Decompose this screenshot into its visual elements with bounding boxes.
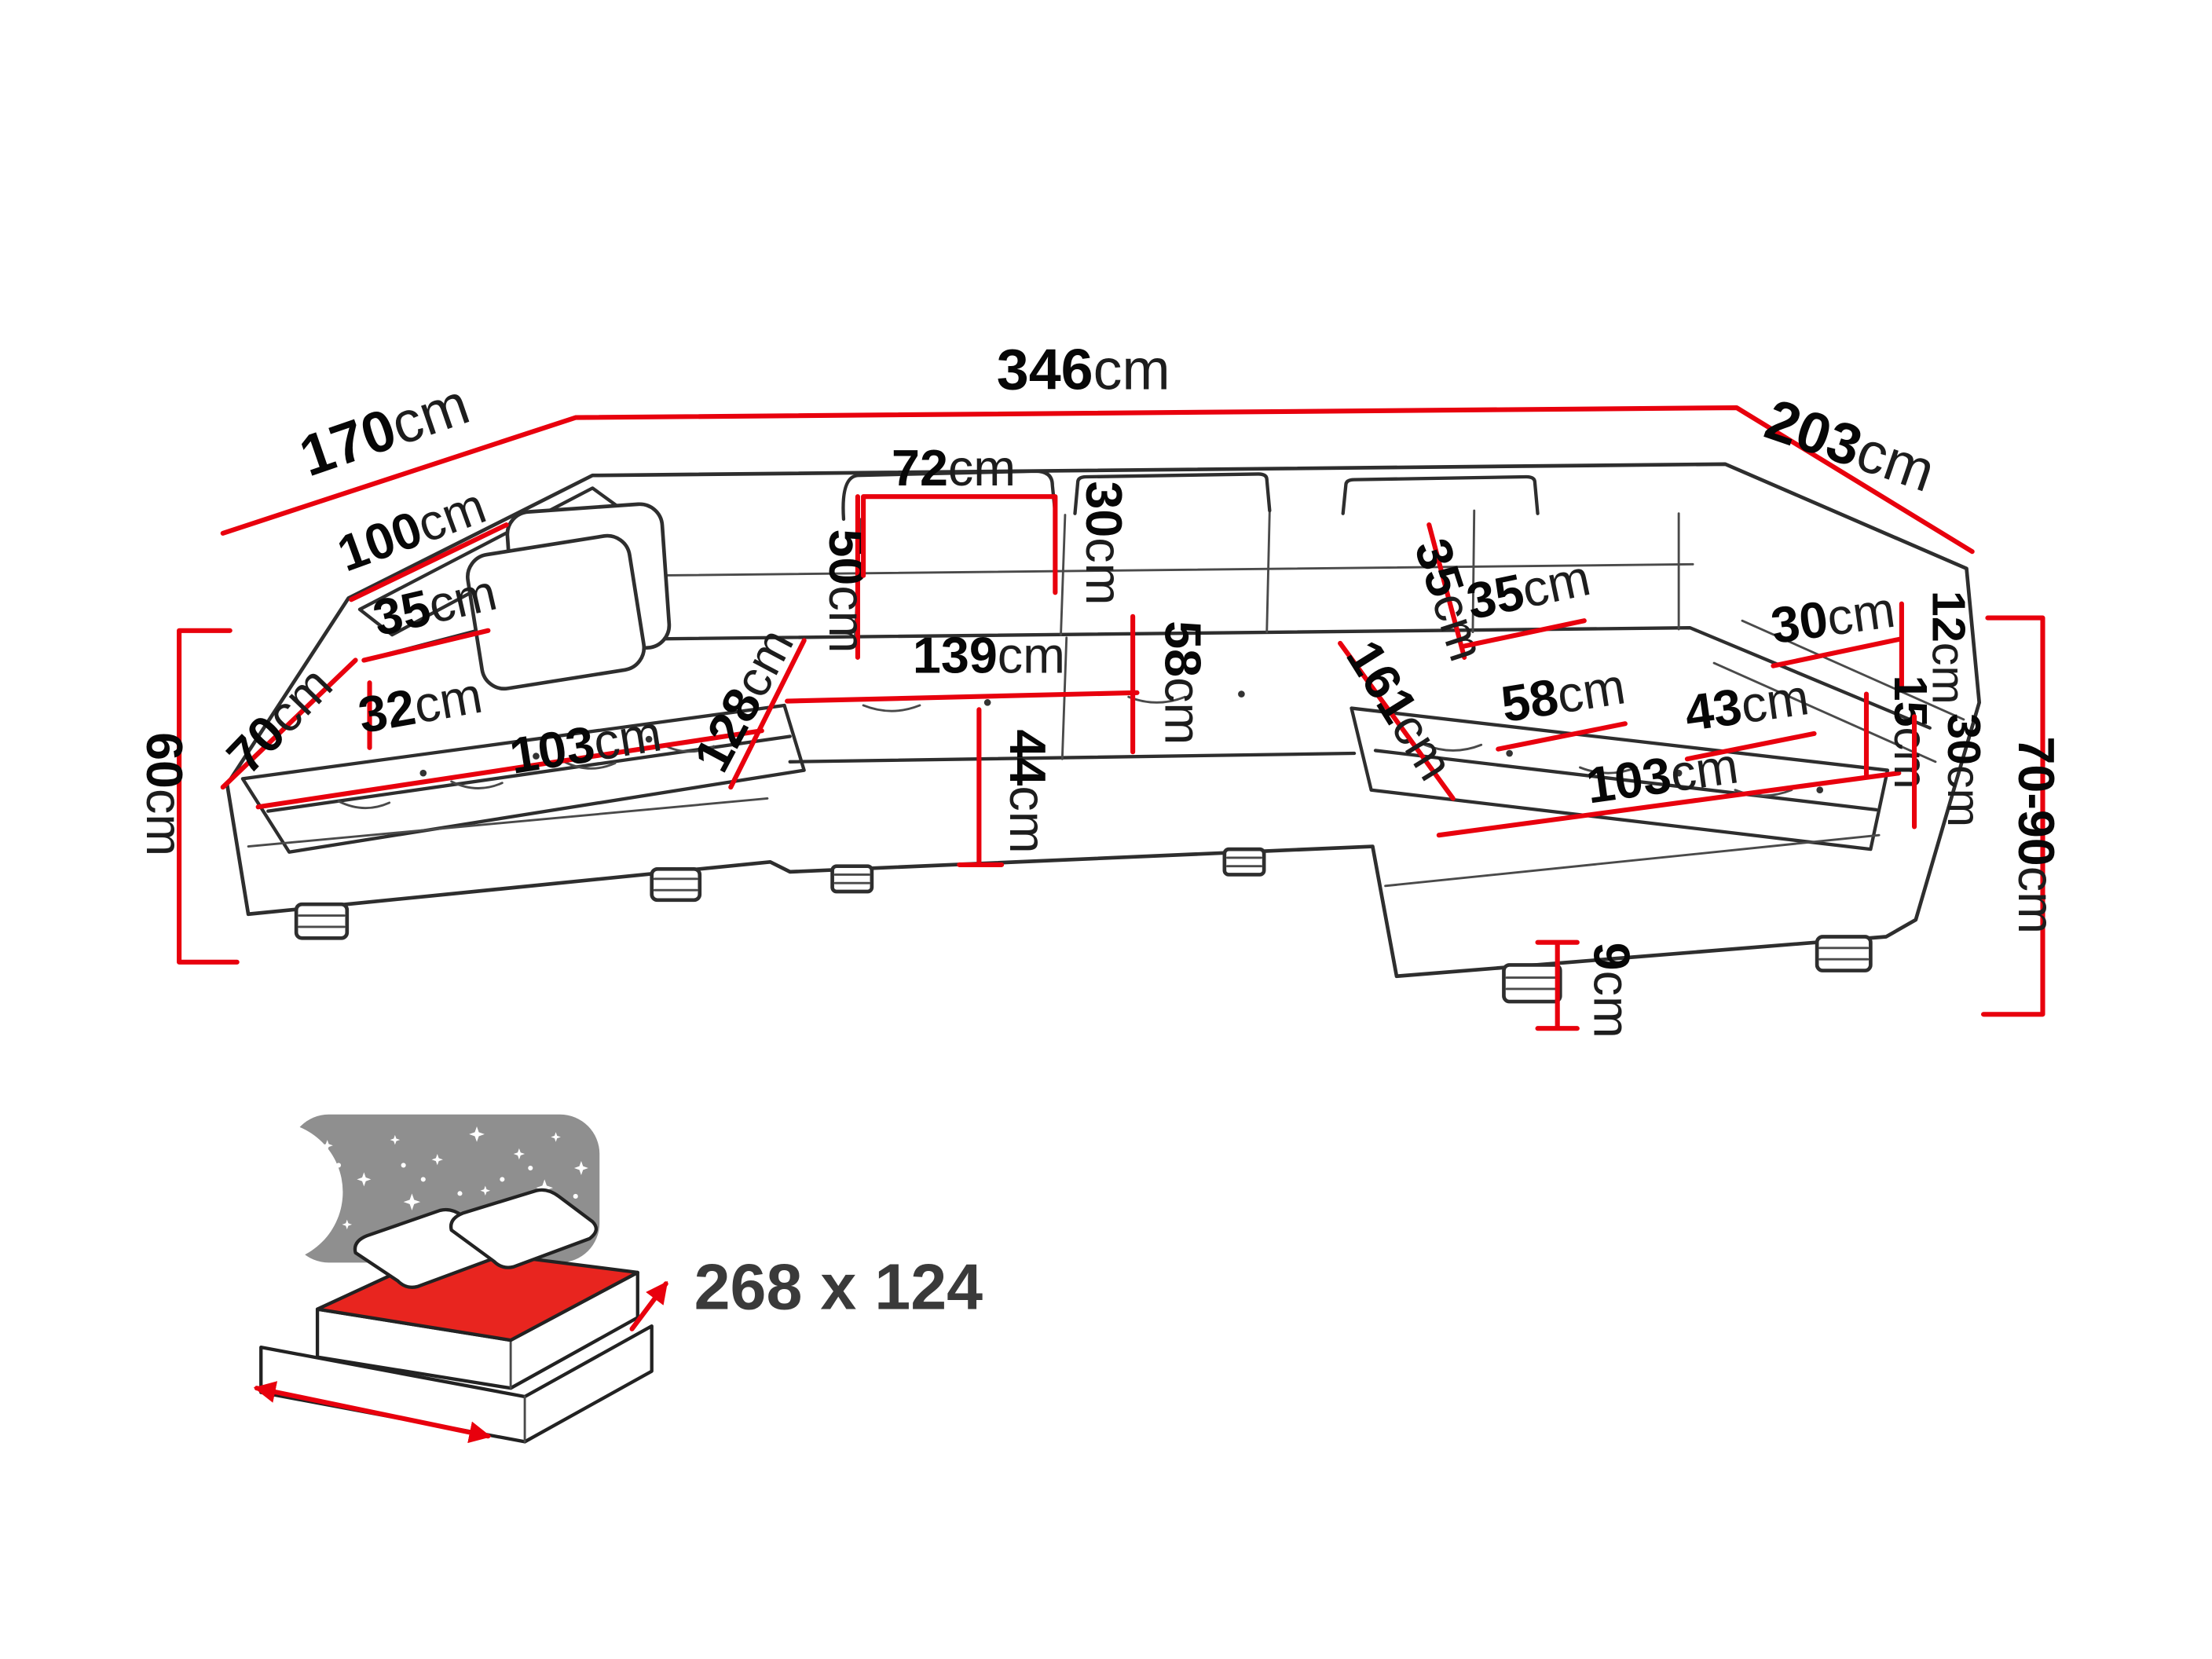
left-chaise-front-seam — [247, 797, 769, 848]
moon-crescent-cutout — [201, 1121, 343, 1263]
dim-detail-right-30: 30cm — [1912, 713, 1990, 830]
headrest-flap-3 — [1341, 474, 1540, 515]
right-chaise-front-seam — [1384, 833, 1881, 888]
dimension-label: 60cm — [136, 732, 193, 856]
dimension-label: 35cm — [1462, 548, 1595, 630]
dimension-line — [1684, 731, 1817, 762]
dim-detail-right-15: 15cm — [1863, 676, 1937, 789]
width-arrow — [629, 1280, 668, 1331]
dimension-label: 50cm — [819, 529, 876, 653]
dimension-line — [785, 690, 1140, 704]
dimension-label: 30cm — [1075, 481, 1133, 605]
dim-leg-height: 9cm — [1535, 939, 1640, 1038]
dimension-label: 139cm — [913, 627, 1065, 684]
dimension-label: 58cm — [1154, 621, 1211, 745]
dimension-line — [1462, 618, 1587, 649]
dimension-line — [1535, 939, 1580, 1031]
dim-side-right: 203cm — [1758, 386, 1943, 504]
length-arrow — [253, 1381, 492, 1444]
dimension-line — [1771, 636, 1903, 668]
dimension-line — [1436, 771, 1902, 838]
dimension-label: 30cm — [1938, 713, 1990, 827]
leg — [1502, 963, 1562, 1004]
dimension-label: 58cm — [1497, 657, 1629, 733]
dimension-line — [349, 522, 509, 602]
right-armrest-band — [1712, 619, 1965, 764]
dim-headrest-height: 30cm — [1075, 481, 1133, 605]
dimension-line — [220, 405, 1975, 555]
dimension-label: 12cm — [1922, 591, 1975, 705]
leg — [650, 866, 702, 903]
dimension-label: 103cm — [506, 704, 665, 784]
dimension-line — [957, 707, 1005, 867]
headrest-flap-raised — [841, 469, 1057, 522]
stars — [321, 1126, 588, 1258]
sleeping-area-label: 268 x 124 — [694, 1251, 983, 1324]
dimension-line — [1496, 721, 1628, 752]
leg — [294, 902, 350, 940]
dim-total-width: 346cm — [220, 337, 1975, 555]
dimension-label: 346cm — [997, 337, 1170, 402]
leg — [1815, 935, 1873, 972]
dim-backrest-height: 50cm — [819, 494, 876, 660]
dim-backrest-right-width: 30cm — [1767, 580, 1903, 668]
dimension-label: 170cm — [291, 371, 477, 489]
leg — [1222, 847, 1266, 877]
dimension-label: 9cm — [1583, 943, 1640, 1038]
dimension-line — [177, 628, 240, 965]
dimension-label: 103cm — [1583, 736, 1741, 814]
backrest-mid-seam — [645, 562, 1694, 577]
dim-height-left: 60cm — [136, 628, 240, 965]
dim-side-left: 170cm — [291, 371, 477, 489]
sleeping-function-icon: 268 x 124 — [201, 1114, 983, 1444]
dimension-line — [1426, 522, 1467, 660]
dimension-label: 32cm — [354, 666, 486, 744]
headrest-flap-2 — [1073, 472, 1272, 515]
tuft-arcs — [337, 695, 1793, 810]
dim-seat-width: 139cm — [785, 627, 1140, 704]
pillow-front — [466, 533, 646, 691]
sofa-legs — [294, 847, 1873, 1004]
dimension-line — [255, 728, 764, 810]
dim-seat-depth: 58cm — [1130, 613, 1211, 755]
dimension-line — [361, 628, 491, 663]
dim-armrest-right-width: 35cm — [1462, 548, 1595, 649]
pillow-right — [449, 1188, 598, 1269]
dimension-line — [1981, 615, 2045, 1017]
sofa-drawing — [225, 462, 1982, 1004]
dim-detail-right-12: 12cm — [1899, 591, 1975, 705]
dimension-label: 203cm — [1758, 386, 1943, 504]
dim-armrest-left-width: 35cm — [361, 563, 502, 663]
dim-headrest-width: 72cm — [861, 439, 1058, 595]
dimension-label: 15cm — [1884, 676, 1937, 789]
dimension-line — [220, 657, 358, 790]
dimension-label: 70-90cm — [2008, 736, 2065, 934]
dim-armrest-left-height: 32cm — [354, 666, 486, 750]
dim-seat-depth-right: 58cm — [1496, 657, 1629, 752]
dimension-label: 72cm — [892, 439, 1016, 496]
dimension-label: 35cm — [368, 563, 501, 647]
dim-chaise-right-length: 103cm — [1436, 736, 1902, 838]
dimension-label: 44cm — [999, 729, 1057, 853]
backrest-front-edge — [639, 626, 1932, 730]
dim-seat-height: 44cm — [957, 707, 1057, 867]
dimension-line — [1338, 640, 1456, 801]
leg — [830, 864, 874, 894]
center-seat-seam — [1060, 636, 1068, 760]
dimension-line — [861, 494, 1058, 595]
dim-chaise-left-length: 103cm — [255, 704, 764, 810]
center-seat-edge — [788, 751, 1357, 764]
dimension-label: 43cm — [1681, 668, 1812, 742]
dim-height-right: 70-90cm — [1981, 615, 2065, 1017]
dim-armrest-right-length: 43cm — [1681, 668, 1817, 762]
dimension-line — [728, 638, 807, 790]
right-chaise-cushion — [1350, 706, 1890, 851]
tuft-buttons — [419, 690, 1824, 794]
dimension-label: 30cm — [1767, 580, 1899, 654]
